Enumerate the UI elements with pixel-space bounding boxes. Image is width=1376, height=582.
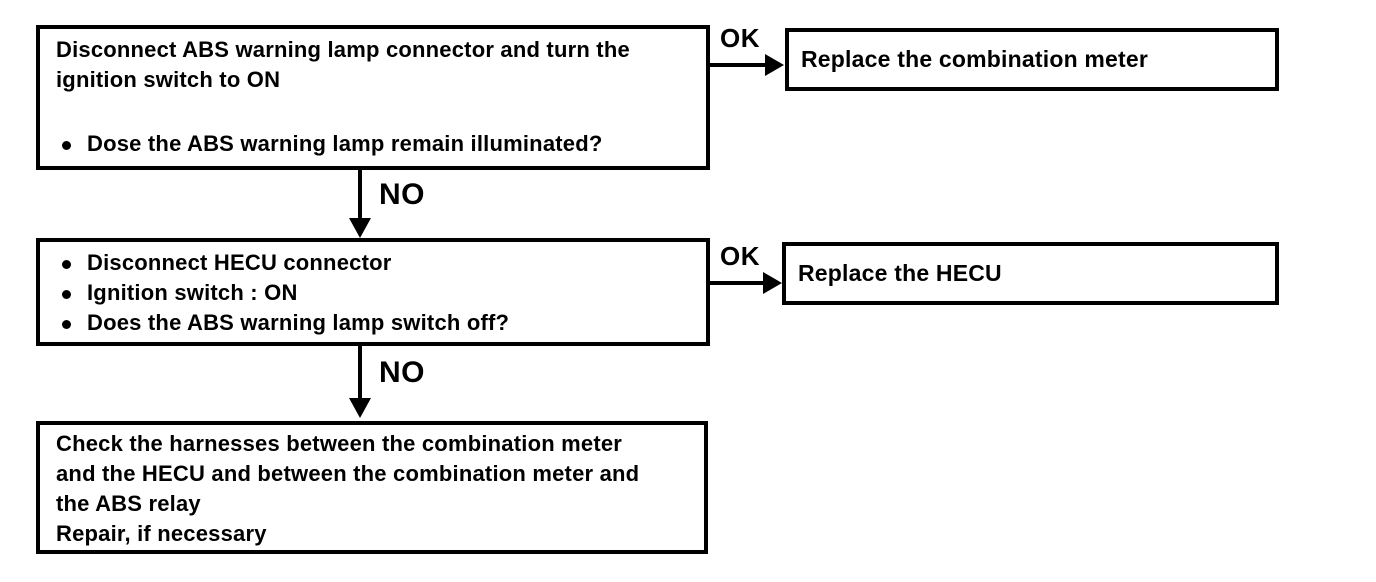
step-2-box: Disconnect HECU connector Ignition switc… xyxy=(36,238,710,346)
step-3-text-line-1: Check the harnesses between the combinat… xyxy=(56,431,623,456)
step-3-text-line-3: the ABS relay xyxy=(56,491,201,516)
result-2-box: Replace the HECU xyxy=(782,242,1279,305)
step-1-box: Disconnect ABS warning lamp connector an… xyxy=(36,25,710,170)
ok-arrow-2-line xyxy=(706,281,764,285)
step-2-bullet-2: Ignition switch : ON xyxy=(56,278,690,308)
bullet-dot-icon xyxy=(62,319,71,329)
step-3-text-line-2: and the HECU and between the combination… xyxy=(56,461,640,486)
step-1-text-line-2: ignition switch to ON xyxy=(56,67,281,92)
result-2-text: Replace the HECU xyxy=(798,260,1002,286)
ok-label-2: OK xyxy=(720,241,760,271)
bullet-dot-icon xyxy=(62,140,71,150)
no-label-1: NO xyxy=(379,178,425,211)
step-2-bullet-3-text: Does the ABS warning lamp switch off? xyxy=(87,310,510,335)
arrowhead-down-icon xyxy=(349,398,371,418)
bullet-dot-icon xyxy=(62,259,71,269)
arrowhead-right-icon xyxy=(765,54,784,76)
arrowhead-down-icon xyxy=(349,218,371,238)
step-3-box: Check the harnesses between the combinat… xyxy=(36,421,708,554)
step-2-bullet-2-text: Ignition switch : ON xyxy=(87,280,298,305)
no-arrow-1-line xyxy=(358,170,362,219)
step-1-bullet-1: Dose the ABS warning lamp remain illumin… xyxy=(56,129,690,159)
step-1-bullet-1-text: Dose the ABS warning lamp remain illumin… xyxy=(87,131,603,156)
arrowhead-right-icon xyxy=(763,272,782,294)
result-1-text: Replace the combination meter xyxy=(801,46,1149,72)
step-3-text-line-4: Repair, if necessary xyxy=(56,521,267,546)
bullet-dot-icon xyxy=(62,289,71,299)
step-2-bullet-3: Does the ABS warning lamp switch off? xyxy=(56,308,690,338)
no-arrow-2-line xyxy=(358,346,362,399)
step-1-text-line-1: Disconnect ABS warning lamp connector an… xyxy=(56,37,630,62)
step-2-bullet-1-text: Disconnect HECU connector xyxy=(87,250,392,275)
step-2-bullet-1: Disconnect HECU connector xyxy=(56,248,690,278)
result-1-box: Replace the combination meter xyxy=(785,28,1279,91)
no-label-2: NO xyxy=(379,356,425,389)
ok-label-1: OK xyxy=(720,23,760,53)
ok-arrow-1-line xyxy=(708,63,766,67)
